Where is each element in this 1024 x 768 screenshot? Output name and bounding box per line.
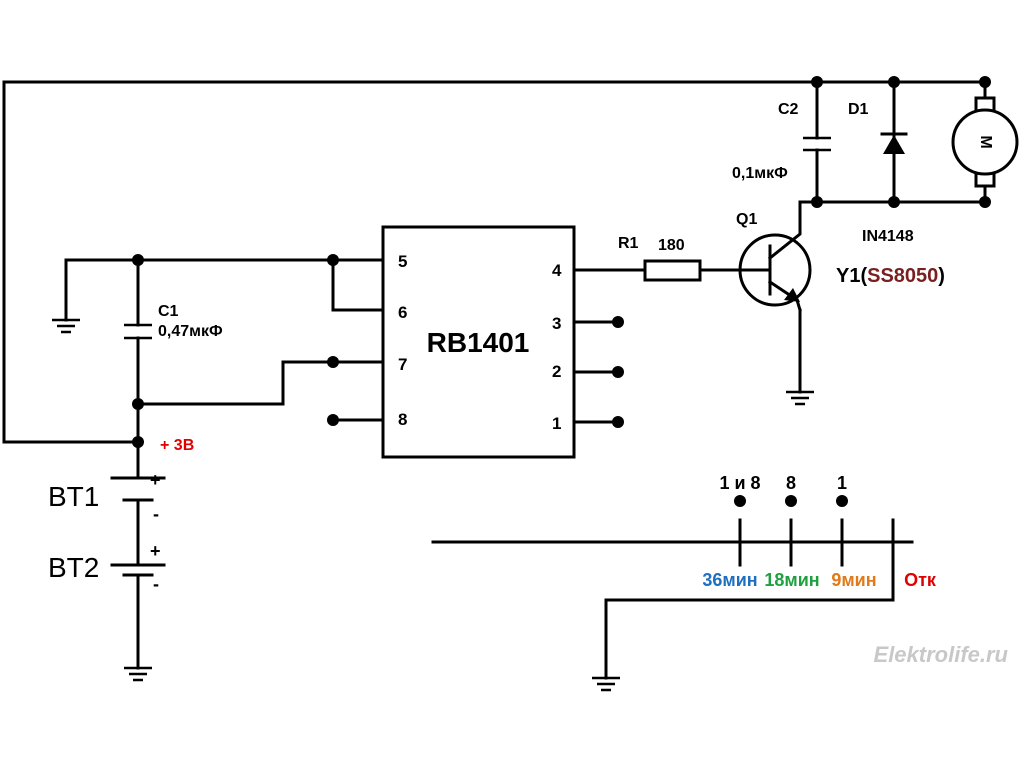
bt2-plus: + bbox=[150, 541, 161, 561]
ground-symbol-battery bbox=[124, 666, 152, 682]
transistor-collector-lead bbox=[767, 226, 802, 261]
ground-symbol-emitter bbox=[786, 390, 814, 406]
battery-bt2: BT2 + - bbox=[48, 541, 166, 594]
pin-label-6: 6 bbox=[398, 303, 407, 322]
ground-icon bbox=[124, 666, 152, 682]
junction-dot bbox=[327, 356, 339, 368]
y1-prefix: Y1( bbox=[836, 265, 867, 287]
junction-dot bbox=[132, 254, 144, 266]
pin-label-8: 8 bbox=[398, 410, 407, 429]
time-off-label: Отк bbox=[904, 570, 937, 590]
transistor-q1: Q1 Y1(SS8050) bbox=[736, 211, 945, 312]
switch-contact-dot bbox=[734, 495, 746, 507]
motor-circle bbox=[951, 108, 1019, 176]
ic-rb1401: RB1401 5 6 7 8 4 3 2 1 bbox=[381, 225, 576, 459]
pin7-to-c1-wire bbox=[136, 360, 285, 406]
time-36min-label: 36мин bbox=[702, 570, 757, 590]
ic-name: RB1401 bbox=[427, 327, 530, 358]
wires bbox=[2, 80, 987, 680]
resistor-body bbox=[643, 259, 702, 282]
junction-dot bbox=[132, 398, 144, 410]
ground-icon bbox=[786, 390, 814, 406]
emitter-arrow bbox=[784, 288, 800, 302]
supply-voltage-label: + 3В bbox=[160, 437, 194, 454]
pin-label-2: 2 bbox=[552, 362, 561, 381]
bt2-minus: - bbox=[153, 574, 159, 594]
junctions bbox=[132, 76, 991, 507]
switch-ground-wire bbox=[604, 598, 895, 680]
time-9min-label: 9мин bbox=[831, 570, 876, 590]
d1-label: D1 bbox=[848, 101, 869, 118]
ground-symbol-switch bbox=[592, 676, 620, 692]
r1-value: 180 bbox=[658, 237, 685, 254]
ground-symbol-left bbox=[52, 318, 80, 334]
junction-dot bbox=[132, 436, 144, 448]
time-18min-label: 18мин bbox=[764, 570, 819, 590]
contact-label-1-and-8: 1 и 8 bbox=[719, 473, 760, 493]
diode-d1: D1 IN4148 bbox=[848, 101, 914, 245]
q1-label: Q1 bbox=[736, 211, 757, 228]
pin-label-5: 5 bbox=[398, 252, 407, 271]
bt1-minus: - bbox=[153, 504, 159, 524]
junction-dot bbox=[811, 76, 823, 88]
junction-dot bbox=[327, 254, 339, 266]
transistor-circle bbox=[738, 233, 812, 307]
junction-dot bbox=[888, 76, 900, 88]
timer-switch: 1 и 8 8 1 36мин 18мин 9мин Отк bbox=[702, 473, 937, 590]
bt1-plus: + bbox=[150, 470, 161, 490]
c1-value: 0,47мкФ bbox=[158, 323, 223, 340]
switch-contact-dot bbox=[785, 495, 797, 507]
pin-label-3: 3 bbox=[552, 314, 561, 333]
pin-label-7: 7 bbox=[398, 355, 407, 374]
y1-part-number: SS8050 bbox=[867, 265, 938, 287]
ground-icon bbox=[52, 318, 80, 334]
motor-label: M bbox=[977, 135, 994, 148]
ic-body bbox=[381, 225, 576, 459]
junction-dot bbox=[612, 366, 624, 378]
y1-label: Y1(SS8050) bbox=[836, 265, 945, 287]
battery-bt1: BT1 + - bbox=[48, 470, 166, 524]
r1-label: R1 bbox=[618, 235, 639, 252]
junction-dot bbox=[612, 416, 624, 428]
capacitor-c1: C1 0,47мкФ bbox=[124, 303, 223, 340]
junction-dot bbox=[888, 196, 900, 208]
d1-part: IN4148 bbox=[862, 228, 914, 245]
pin6-tie-wire bbox=[331, 258, 385, 312]
ground-icon bbox=[592, 676, 620, 692]
c2-value: 0,1мкФ bbox=[732, 165, 788, 182]
junction-dot bbox=[612, 316, 624, 328]
pin-label-1: 1 bbox=[552, 414, 561, 433]
bt2-label: BT2 bbox=[48, 552, 99, 583]
junction-dot bbox=[979, 196, 991, 208]
resistor-r1: R1 180 bbox=[618, 235, 702, 282]
c2-label: C2 bbox=[778, 101, 799, 118]
contact-label-1: 1 bbox=[837, 473, 847, 493]
switch-contact-dot bbox=[836, 495, 848, 507]
watermark: Elektrolife.ru bbox=[874, 642, 1009, 667]
motor-m: M bbox=[951, 96, 1019, 188]
diode-triangle bbox=[883, 135, 905, 154]
junction-dot bbox=[811, 196, 823, 208]
junction-dot bbox=[979, 76, 991, 88]
left-return-wire bbox=[2, 80, 140, 444]
junction-dot bbox=[327, 414, 339, 426]
bt1-label: BT1 bbox=[48, 481, 99, 512]
capacitor-c2: C2 0,1мкФ bbox=[732, 101, 831, 182]
contact-label-8: 8 bbox=[786, 473, 796, 493]
c1-label: C1 bbox=[158, 303, 179, 320]
pin-label-4: 4 bbox=[552, 261, 562, 280]
y1-suffix: ) bbox=[938, 265, 945, 287]
